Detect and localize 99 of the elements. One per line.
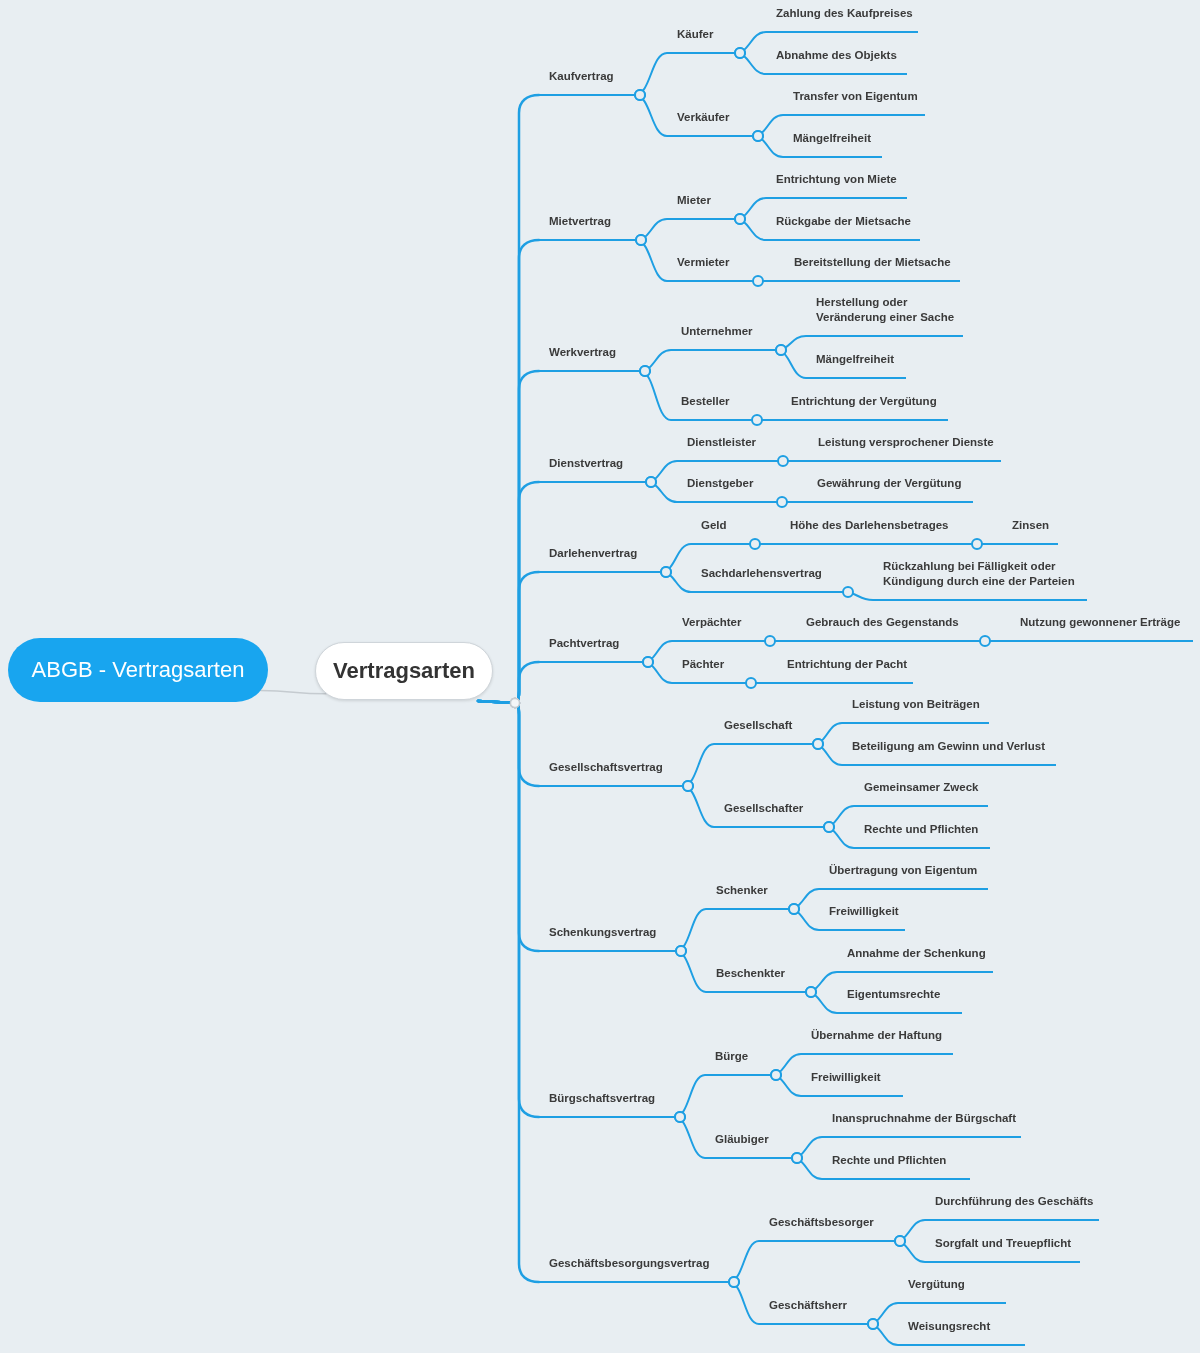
branch-line bbox=[633, 90, 668, 137]
branch-topic: Schenker bbox=[706, 881, 789, 910]
branch-topic: Werkvertrag bbox=[539, 343, 640, 372]
branch-line bbox=[745, 677, 778, 689]
branch-topic: Dienstleister bbox=[677, 433, 778, 462]
branch-topic: Zahlung des Kaufpreises bbox=[766, 4, 918, 33]
branch-topic: Mängelfreiheit bbox=[783, 129, 882, 158]
branch-topic: Abnahme des Objekts bbox=[766, 46, 907, 75]
branch-line bbox=[733, 213, 767, 241]
branch-topic: Gesellschaft bbox=[714, 716, 813, 745]
branch-topic: Pachtvertrag bbox=[539, 634, 643, 663]
branch-topic: Gesellschaftsvertrag bbox=[539, 758, 683, 787]
branch-topic: Dienstgeber bbox=[677, 474, 777, 503]
branch-topic: Rückgabe der Mietsache bbox=[766, 212, 920, 241]
branch-topic: Darlehenvertrag bbox=[539, 544, 661, 573]
branch-topic: Entrichtung von Miete bbox=[766, 170, 907, 199]
branch-line bbox=[774, 344, 807, 379]
branch-topic: Mietvertrag bbox=[539, 212, 636, 241]
branch-topic: Entrichtung der Pacht bbox=[777, 655, 913, 684]
branch-line bbox=[893, 1235, 926, 1263]
branch-topic: Mängelfreiheit bbox=[806, 350, 906, 379]
branch-topic: Mieter bbox=[667, 191, 735, 220]
branch-topic: Nutzung gewonnener Erträge bbox=[1010, 613, 1193, 642]
branch-topic: Durchführung des Geschäfts bbox=[925, 1192, 1099, 1221]
branch-topic: Geschäftsherr bbox=[759, 1296, 868, 1325]
branch-topic: Freiwilligkeit bbox=[819, 902, 905, 931]
branch-line bbox=[979, 635, 1011, 647]
branch-line bbox=[634, 235, 668, 282]
branch-topic: Kaufvertrag bbox=[539, 67, 635, 96]
branch-line bbox=[751, 130, 784, 158]
branch-topic: Beteiligung am Gewinn und Verlust bbox=[842, 737, 1056, 766]
branch-topic: Eigentumsrechte bbox=[837, 985, 962, 1014]
branch-topic: Sachdarlehensvertrag bbox=[691, 564, 843, 593]
branch-line bbox=[866, 1318, 899, 1346]
branch-topic: Geld bbox=[691, 516, 750, 545]
branch-line bbox=[822, 821, 855, 849]
branch-line bbox=[638, 366, 672, 421]
branch-topic: Dienstvertrag bbox=[539, 454, 646, 483]
branch-topic: Käufer bbox=[667, 25, 735, 54]
branch-topic: Verkäufer bbox=[667, 108, 753, 137]
branch-topic: Übernahme der Haftung bbox=[801, 1026, 953, 1055]
branch-topic: Gewährung der Vergütung bbox=[807, 474, 973, 503]
root-topic-pill: ABGB - Vertragsarten bbox=[8, 638, 268, 702]
branch-line bbox=[751, 414, 782, 426]
branch-topic: Transfer von Eigentum bbox=[783, 87, 925, 116]
branch-topic: Rechte und Pflichten bbox=[854, 820, 990, 849]
branch-topic: Inanspruchnahme der Bürgschaft bbox=[822, 1109, 1021, 1138]
branch-topic: Bereitstellung der Mietsache bbox=[784, 253, 960, 282]
branch-topic: Übertragung von Eigentum bbox=[819, 861, 988, 890]
branch-line bbox=[644, 476, 678, 503]
branch-topic: Freiwilligkeit bbox=[801, 1068, 903, 1097]
branch-line bbox=[787, 903, 820, 931]
branch-topic: Besteller bbox=[671, 392, 752, 421]
branch-topic: Schenkungsvertrag bbox=[539, 923, 676, 952]
branch-line bbox=[790, 1152, 823, 1180]
branch-topic: Leistung von Beiträgen bbox=[842, 695, 989, 724]
branch-line bbox=[769, 1069, 802, 1097]
branch-topic: Annahme der Schenkung bbox=[837, 944, 993, 973]
branch-line bbox=[971, 538, 1003, 550]
branch-topic: Vermieter bbox=[667, 253, 753, 282]
branch-topic: Weisungsrecht bbox=[898, 1317, 1025, 1346]
branch-line bbox=[804, 986, 838, 1014]
branch-line bbox=[673, 1112, 706, 1159]
branch-topic: Gesellschafter bbox=[714, 799, 824, 828]
branch-topic: Rechte und Pflichten bbox=[822, 1151, 970, 1180]
branch-line bbox=[681, 781, 715, 828]
branch-line bbox=[641, 656, 673, 684]
branch-topic: Unternehmer bbox=[671, 322, 776, 351]
branch-line bbox=[776, 496, 808, 508]
branch-topic: Gebrauch des Gegenstands bbox=[796, 613, 980, 642]
branch-topic: Rückzahlung bei Fälligkeit oder Kündigung durch eine der Parteien bbox=[873, 557, 1087, 601]
branch-line bbox=[752, 275, 785, 287]
branch-line bbox=[727, 1277, 760, 1325]
branch-topic: Geschäftsbesorger bbox=[759, 1213, 895, 1242]
branch-line bbox=[749, 538, 781, 550]
central-topic-pill: Vertragsarten bbox=[315, 642, 493, 700]
branch-topic: Bürge bbox=[705, 1047, 771, 1076]
branch-line bbox=[674, 946, 707, 993]
branch-topic: Leistung versprochener Dienste bbox=[808, 433, 1001, 462]
branch-topic: Pächter bbox=[672, 655, 746, 684]
branch-topic: Vergütung bbox=[898, 1275, 1006, 1304]
branch-line bbox=[842, 586, 874, 601]
branch-line bbox=[733, 47, 767, 75]
branch-line bbox=[811, 738, 843, 766]
branch-topic: Höhe des Darlehensbetrages bbox=[780, 516, 972, 545]
branch-line bbox=[764, 635, 797, 647]
connector-line bbox=[259, 689, 327, 695]
branch-topic: Gläubiger bbox=[705, 1130, 792, 1159]
branch-line bbox=[659, 566, 692, 593]
branch-topic: Beschenkter bbox=[706, 964, 806, 993]
branch-topic: Entrichtung der Vergütung bbox=[781, 392, 948, 421]
branch-topic: Geschäftsbesorgungsvertrag bbox=[539, 1254, 729, 1283]
branch-topic: Sorgfalt und Treuepflicht bbox=[925, 1234, 1080, 1263]
branch-line bbox=[777, 455, 809, 467]
branch-topic: Gemeinsamer Zweck bbox=[854, 778, 988, 807]
branch-topic: Zinsen bbox=[1002, 516, 1058, 545]
branch-topic: Herstellung oder Veränderung einer Sache bbox=[806, 293, 963, 337]
branch-topic: Bürgschaftsvertrag bbox=[539, 1089, 675, 1118]
branch-topic: Verpächter bbox=[672, 613, 765, 642]
